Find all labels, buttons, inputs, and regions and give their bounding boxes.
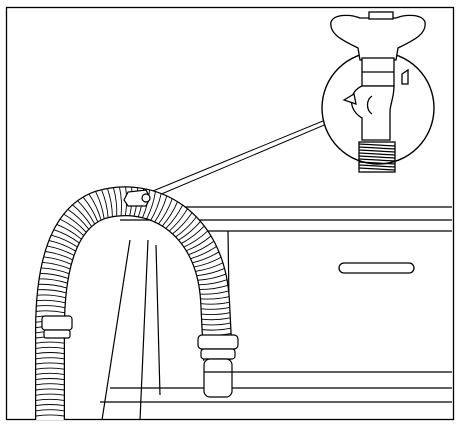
callout-leader — [135, 108, 356, 199]
hose-ring — [158, 198, 173, 224]
appliance-cabinet — [80, 206, 452, 421]
hose-ring — [165, 205, 183, 229]
hose-ring — [172, 212, 193, 234]
hose-ring — [37, 289, 66, 294]
hose-ring — [194, 257, 221, 268]
hose-ring — [63, 214, 87, 233]
hose-ring — [201, 307, 230, 310]
drain-hose — [35, 186, 239, 420]
hose-ring — [162, 201, 178, 227]
thread-line — [358, 143, 396, 147]
thread-line — [358, 146, 396, 150]
hose-ring — [37, 294, 66, 299]
hose-ring — [35, 388, 65, 391]
hose-ring — [202, 322, 231, 326]
thread-line — [358, 167, 396, 171]
hose-ring — [72, 204, 92, 227]
thread-line — [358, 158, 396, 162]
hose-ring — [35, 393, 65, 396]
hose-ring — [186, 235, 211, 252]
hose-ring — [38, 283, 67, 289]
hose-fitting-left — [41, 315, 73, 339]
threaded-spout-icon — [358, 143, 396, 171]
hose-ring — [36, 310, 65, 314]
hose-ring — [47, 245, 74, 256]
hose-ring — [56, 224, 82, 240]
hose-ring — [169, 208, 188, 232]
hose-ring — [60, 218, 84, 236]
hose-ring — [95, 191, 105, 219]
faucet-handle — [330, 14, 426, 61]
hose-ring — [36, 299, 66, 304]
hose-ring — [184, 230, 208, 248]
hose-ring — [43, 256, 72, 265]
hose-ring — [35, 409, 65, 412]
hose-ring — [178, 221, 201, 241]
hose-guide-clip — [123, 189, 151, 207]
hose-ring — [42, 261, 70, 270]
hose-ring — [39, 278, 68, 284]
hose-corrugation-rings — [35, 187, 232, 417]
thread-line — [358, 149, 396, 153]
thread-line — [358, 152, 396, 156]
hose-ring — [201, 301, 230, 305]
faucet — [330, 11, 426, 173]
hose-ring — [192, 251, 219, 264]
hose-ring — [45, 251, 73, 261]
hose-ring — [119, 187, 122, 216]
hose-ring — [199, 279, 227, 286]
hose-ring — [113, 187, 118, 216]
hose-ring — [199, 285, 228, 290]
hose-ring — [190, 246, 217, 259]
hose-ring — [88, 194, 102, 220]
hose-ring — [154, 196, 168, 222]
faucet-cap — [368, 11, 394, 20]
hose-ring — [198, 273, 226, 281]
thread-line — [358, 164, 396, 168]
hose-ring — [35, 367, 65, 370]
hose-ring — [146, 191, 156, 219]
hose-fitting-right — [197, 334, 239, 398]
hose-ring — [188, 241, 214, 255]
hose-ring — [77, 200, 95, 224]
hose-ring — [41, 267, 69, 274]
hose-ring — [35, 372, 65, 375]
hose-ring — [35, 357, 65, 360]
frame — [5, 6, 455, 421]
hose-ring — [200, 290, 229, 295]
hose-ring — [35, 383, 65, 386]
hose-ring — [35, 346, 65, 349]
hose-ring — [35, 404, 65, 407]
hose-ring — [40, 272, 69, 279]
hose-ring — [51, 234, 78, 248]
hose-ring — [35, 414, 65, 417]
hose-ring — [83, 197, 99, 222]
hose-ring — [67, 209, 89, 230]
hose-ring — [195, 262, 223, 272]
hose-ring — [175, 216, 197, 238]
hose-ring — [35, 378, 65, 381]
hose-ring — [35, 341, 65, 344]
hose-ring — [49, 240, 76, 252]
hose-ring — [197, 268, 225, 277]
hose-ring — [35, 352, 65, 355]
control-slot — [338, 262, 415, 274]
hose-ring — [107, 188, 113, 217]
hose-ring — [202, 327, 231, 331]
thread-line — [358, 161, 396, 165]
hose-ring — [35, 362, 65, 365]
hose-ring — [101, 189, 109, 218]
hose-ring — [181, 226, 205, 244]
hose-ring — [201, 312, 230, 315]
hose-ring — [150, 193, 162, 221]
hose-ring — [35, 398, 65, 401]
hose-ring — [36, 305, 65, 309]
hose-ring — [201, 317, 231, 321]
hose-ring — [53, 229, 80, 244]
thread-line — [358, 155, 396, 159]
hose-ring — [200, 296, 229, 300]
